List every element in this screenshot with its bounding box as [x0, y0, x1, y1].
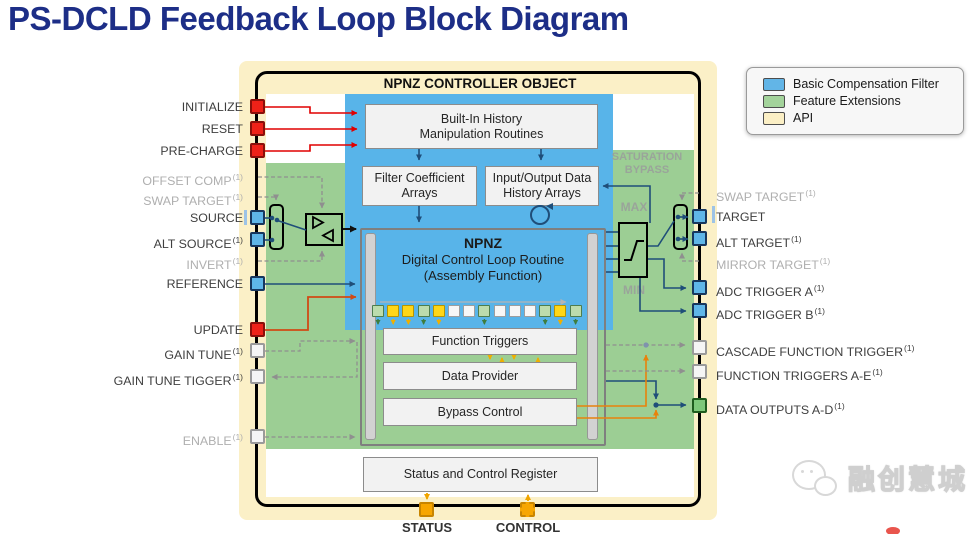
- pin-label-swap-target: SWAP TARGET(1): [716, 188, 816, 205]
- source-tick: [244, 210, 247, 225]
- trigger-square-yellow: [387, 305, 400, 317]
- source-mux: [269, 204, 284, 250]
- legend-item-basic-compensation-filter: Basic Compensation Filter: [763, 77, 963, 91]
- npnz-left-rail: [365, 233, 376, 440]
- legend: Basic Compensation Filter Feature Extens…: [746, 67, 964, 135]
- pin-label-function-triggers-a-e: FUNCTION TRIGGERS A-E(1): [716, 367, 883, 384]
- pin-label-alt-target: ALT TARGET(1): [716, 234, 802, 251]
- pin-square-data-outputs-a-d: [692, 398, 707, 413]
- pin-square-pre-charge: [250, 143, 265, 158]
- pin-square-adc-trigger-b: [692, 303, 707, 318]
- legend-swatch-green: [763, 94, 785, 108]
- pin-label-source: SOURCE: [189, 211, 243, 225]
- trigger-square-white: [524, 305, 536, 317]
- function-triggers-box: Function Triggers: [383, 328, 577, 355]
- pin-label-gain-tune-tigger: GAIN TUNE TIGGER(1): [113, 372, 243, 389]
- pin-square-enable: [250, 429, 265, 444]
- legend-swatch-blue: [763, 77, 785, 91]
- min-label: MIN: [623, 283, 645, 297]
- pin-label-mirror-target: MIRROR TARGET(1): [716, 256, 831, 273]
- pin-label-offset-comp: OFFSET COMP(1): [142, 172, 243, 189]
- legend-label: API: [793, 111, 814, 125]
- pin-label-enable: ENABLE(1): [182, 432, 243, 449]
- pin-square-gain-tune: [250, 343, 265, 358]
- trigger-square-white: [508, 305, 521, 317]
- pin-label-update: UPDATE: [193, 323, 243, 337]
- pin-square-adc-trigger-a: [692, 280, 707, 295]
- npnz-routine-container: [360, 228, 606, 446]
- watermark: 融创慧城: [792, 452, 972, 512]
- pin-square-alt-source: [250, 232, 265, 247]
- pin-label-data-outputs-a-d: DATA OUTPUTS A-D(1): [716, 401, 845, 418]
- pin-square-target: [692, 209, 707, 224]
- pin-label-swap-target: SWAP TARGET(1): [143, 192, 243, 209]
- max-label: MAX: [620, 200, 648, 214]
- watermark-text: 融创慧城: [847, 464, 968, 495]
- npnz-right-rail: [587, 233, 598, 440]
- trigger-square-green: [569, 305, 582, 317]
- corner-logo-fragment: [886, 527, 900, 534]
- trigger-square-green: [372, 305, 384, 317]
- npnz-routine-title: NPNZ Digital Control Loop Routine (Assem…: [401, 235, 565, 283]
- saturation-limiter-block: [618, 222, 648, 278]
- pin-label-status: STATUS: [401, 520, 453, 534]
- built-in-history-box: Built-In History Manipulation Routines: [365, 104, 598, 149]
- invert-block: [305, 213, 343, 246]
- pin-label-initialize: INITIALIZE: [181, 100, 243, 114]
- io-data-history-arrays-box: Input/Output Data History Arrays: [485, 166, 599, 206]
- legend-label: Basic Compensation Filter: [793, 77, 939, 91]
- legend-swatch-cream: [763, 111, 785, 125]
- legend-label: Feature Extensions: [793, 94, 901, 108]
- legend-item-feature-extensions: Feature Extensions: [763, 94, 963, 108]
- pin-label-alt-source: ALT SOURCE(1): [153, 235, 243, 252]
- legend-item-api: API: [763, 111, 963, 125]
- pin-square-reset: [250, 121, 265, 136]
- pin-label-cascade-function-trigger: CASCADE FUNCTION TRIGGER(1): [716, 343, 915, 360]
- controller-object-title: NPNZ CONTROLLER OBJECT: [383, 76, 577, 91]
- saturation-bypass-label: SATURATION BYPASS: [611, 151, 683, 176]
- pin-square-update: [250, 322, 265, 337]
- trigger-square-white: [463, 305, 476, 317]
- pin-label-invert: INVERT(1): [186, 256, 243, 273]
- pin-square-reference: [250, 276, 265, 291]
- pin-label-control: CONTROL: [495, 520, 561, 534]
- trigger-square-white: [493, 305, 506, 317]
- pin-square-cascade-function-trigger: [692, 340, 707, 355]
- pin-label-adc-trigger-b: ADC TRIGGER B(1): [716, 306, 825, 323]
- pin-square-gain-tune-tigger: [250, 369, 265, 384]
- trigger-square-green: [478, 305, 491, 317]
- target-mux: [673, 204, 688, 250]
- pin-label-reference: REFERENCE: [166, 277, 243, 291]
- trigger-square-yellow: [402, 305, 415, 317]
- trigger-square-white: [448, 305, 460, 317]
- page-title: PS-DCLD Feedback Loop Block Diagram: [8, 0, 629, 37]
- pin-square-status: [419, 502, 434, 517]
- bypass-control-box: Bypass Control: [383, 398, 577, 426]
- pin-label-gain-tune: GAIN TUNE(1): [164, 346, 243, 363]
- chat-bubbles-icon: [792, 460, 826, 490]
- pin-square-initialize: [250, 99, 265, 114]
- trigger-square-green: [417, 305, 430, 317]
- pin-square-alt-target: [692, 231, 707, 246]
- filter-coefficient-arrays-box: Filter Coefficient Arrays: [362, 166, 477, 206]
- pin-label-pre-charge: PRE-CHARGE: [160, 144, 243, 158]
- pin-label-target: TARGET: [716, 210, 766, 224]
- pin-label-adc-trigger-a: ADC TRIGGER A(1): [716, 283, 825, 300]
- pin-square-source: [250, 210, 265, 225]
- trigger-square-yellow: [554, 305, 567, 317]
- data-provider-box: Data Provider: [383, 362, 577, 390]
- status-control-register-box: Status and Control Register: [363, 457, 598, 492]
- pin-square-function-triggers-a-e: [692, 364, 707, 379]
- trigger-square-green: [539, 305, 552, 317]
- pin-label-reset: RESET: [201, 122, 243, 136]
- target-tick: [712, 206, 715, 223]
- trigger-square-yellow: [432, 305, 445, 317]
- pin-square-control: [520, 502, 535, 517]
